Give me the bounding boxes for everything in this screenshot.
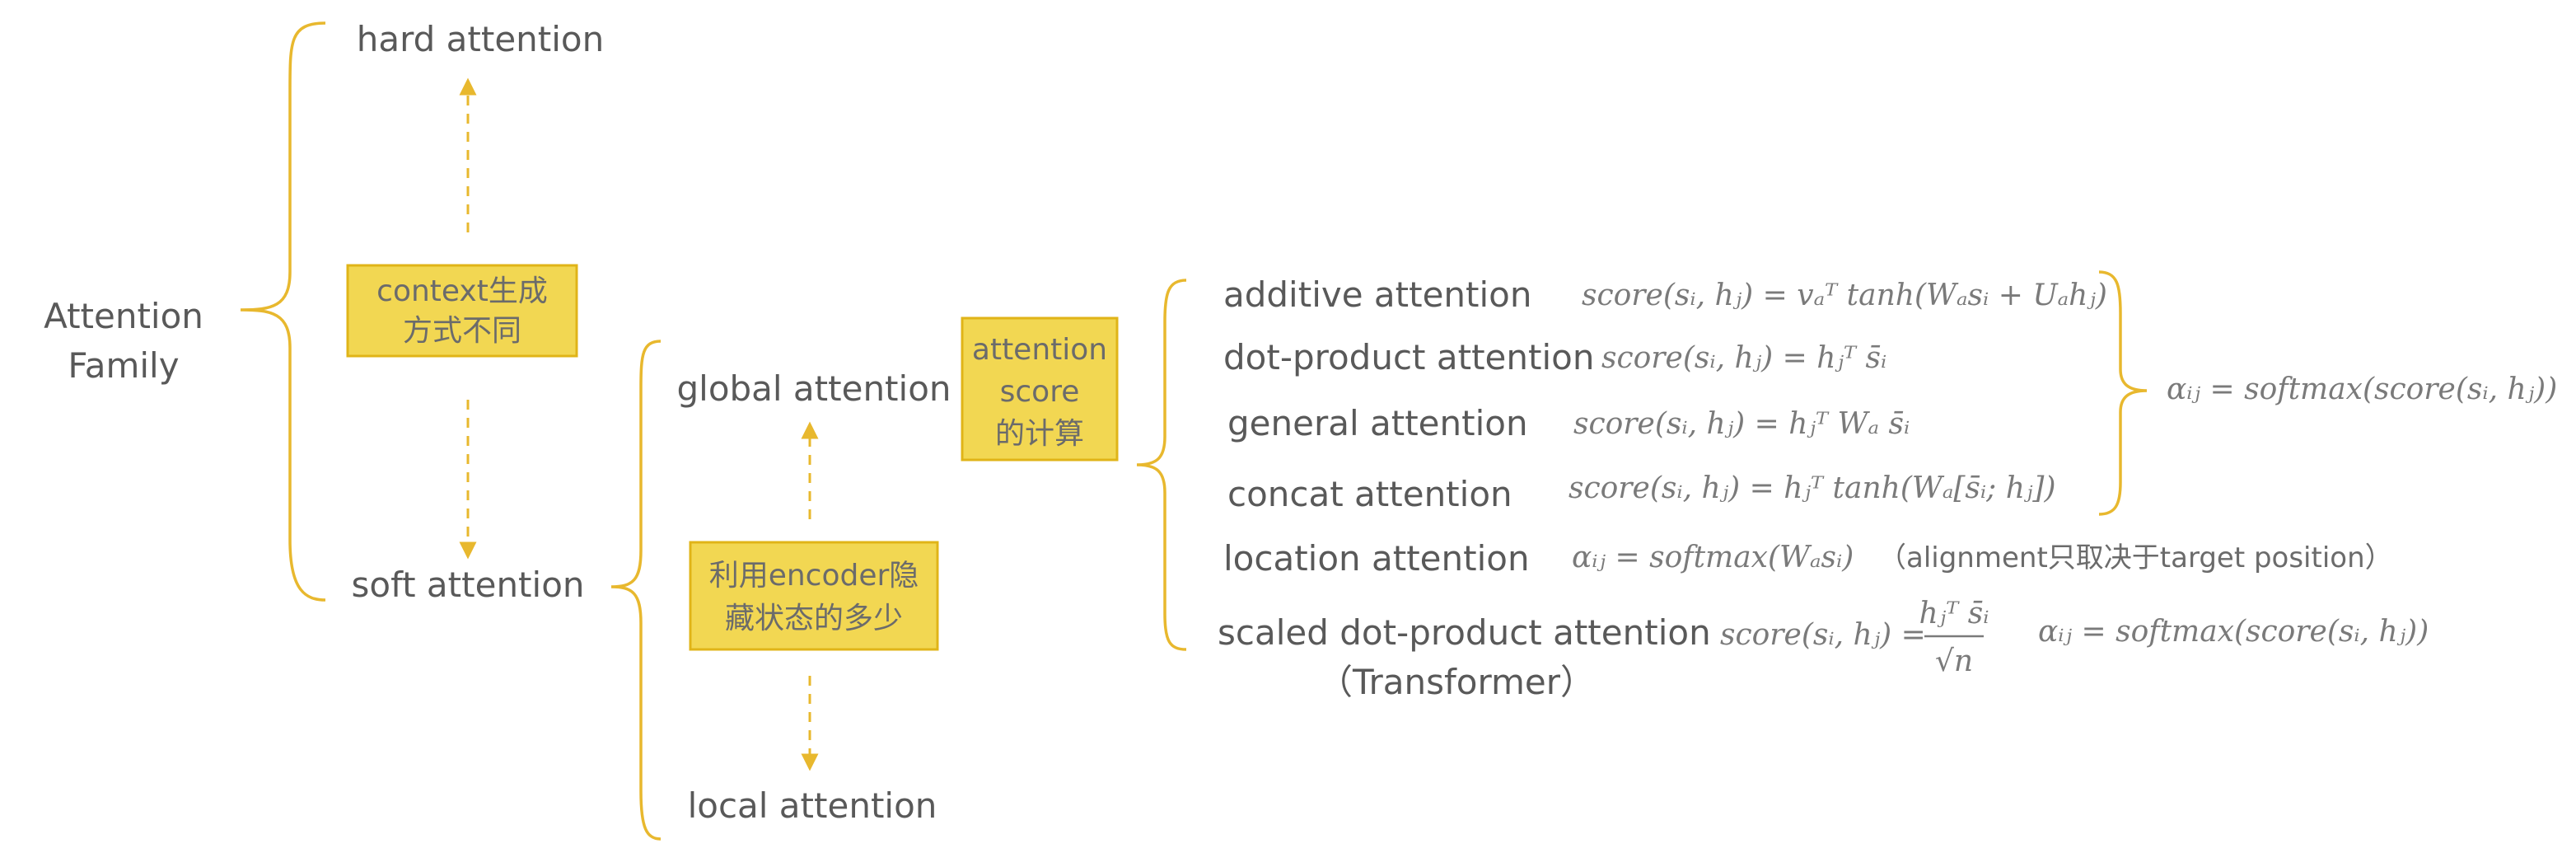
global-attention-label: global attention (676, 368, 951, 409)
method-general: general attention (1227, 403, 1528, 443)
encoder-box (689, 541, 939, 651)
brace-right (2098, 270, 2148, 516)
brace-soft (610, 340, 662, 841)
formula-dot-product: score(sᵢ, hⱼ) = hⱼᵀ s̄ᵢ (1601, 341, 1886, 375)
formula-scaled-alpha: αᵢⱼ = softmax(score(sᵢ, hⱼ)) (2038, 615, 2429, 649)
score-box-line2: score (1000, 375, 1080, 409)
hard-attention-label: hard attention (357, 19, 604, 59)
method-location: location attention (1223, 538, 1530, 579)
method-additive: additive attention (1223, 274, 1532, 315)
formula-scaled-numerator: hⱼᵀ s̄ᵢ (1919, 597, 1989, 630)
encoder-box-line2: 藏状态的多少 (725, 602, 903, 635)
formula-scaled-denominator: √n (1935, 644, 1973, 678)
location-note: （alignment只取决于target position） (1878, 541, 2393, 574)
context-box (346, 264, 578, 358)
formula-scaled-lhs: score(sᵢ, hⱼ) = (1720, 618, 1926, 652)
method-scaled-transformer: （Transformer） (1318, 662, 1595, 702)
method-concat: concat attention (1227, 474, 1512, 514)
local-attention-label: local attention (688, 785, 937, 826)
formula-general: score(sᵢ, hⱼ) = hⱼᵀ Wₐ s̄ᵢ (1573, 407, 1910, 441)
score-box-line1: attention (972, 333, 1107, 367)
brace-methods (1136, 279, 1187, 651)
formula-additive: score(sᵢ, hⱼ) = vₐᵀ tanh(Wₐsᵢ + Uₐhⱼ) (1582, 279, 2107, 312)
soft-attention-label: soft attention (351, 565, 584, 605)
softmax-formula: αᵢⱼ = softmax(score(sᵢ, hⱼ)) (2167, 373, 2557, 406)
score-box (961, 316, 1119, 462)
method-scaled-dot-product: scaled dot-product attention (1218, 612, 1711, 653)
brace-root (240, 21, 326, 602)
root-label-line2: Family (68, 345, 179, 386)
formula-concat: score(sᵢ, hⱼ) = hⱼᵀ tanh(Wₐ[s̄ᵢ; hⱼ]) (1569, 471, 2056, 505)
encoder-box-line1: 利用encoder隐 (709, 559, 919, 593)
formula-location: αᵢⱼ = softmax(Wₐsᵢ) (1572, 541, 1854, 574)
context-box-line2: 方式不同 (403, 314, 521, 348)
root-label-line1: Attention (44, 296, 203, 336)
context-box-line1: context生成 (376, 274, 548, 308)
score-box-line3: 的计算 (995, 417, 1084, 451)
method-dot-product: dot-product attention (1223, 337, 1594, 377)
